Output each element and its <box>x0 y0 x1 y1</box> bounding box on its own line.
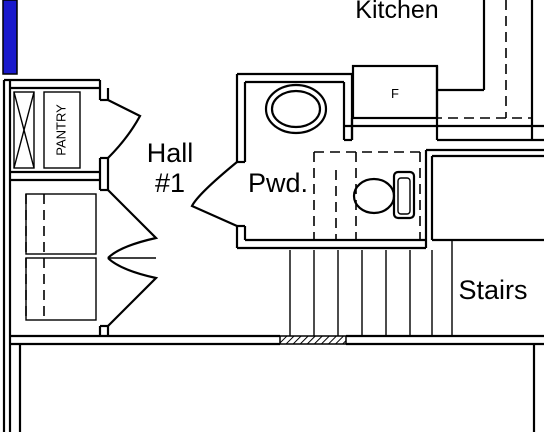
exterior-walls <box>2 78 100 432</box>
stairs-label: Stairs <box>458 275 527 305</box>
powder-label: Pwd. <box>248 168 308 198</box>
lower-walls <box>10 334 544 432</box>
kitchen-area <box>344 0 544 142</box>
pantry-label: PANTRY <box>53 104 68 156</box>
stairs <box>289 148 544 336</box>
powder-room <box>190 72 426 250</box>
kitchen-label: Kitchen <box>355 0 438 24</box>
toilet-bowl <box>352 177 396 215</box>
hall-label-line2: #1 <box>155 168 185 198</box>
closet <box>25 180 159 336</box>
pantry: PANTRY <box>10 80 142 182</box>
fridge-label: F <box>391 86 399 101</box>
window-accent <box>2 0 18 75</box>
sink-bowl <box>264 83 328 135</box>
hall-label-line1: Hall <box>147 138 194 168</box>
hatched-wall <box>279 335 347 345</box>
